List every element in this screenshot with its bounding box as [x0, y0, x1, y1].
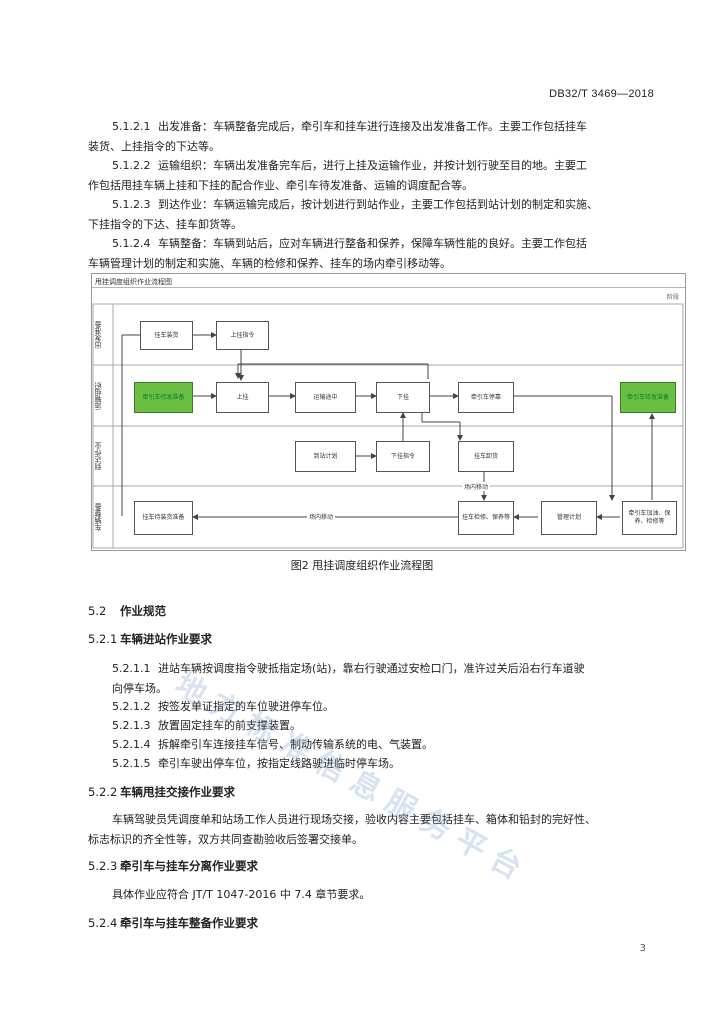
clause-number: 5.1.2.4 — [112, 237, 151, 250]
para-line: 标志标识的齐全性等，双方共同查勘验收后签署交接单。 — [88, 832, 363, 846]
para-5-2-2: 车辆驾驶员凭调度单和站场工作人员进行现场交接，验收内容主要包括挂车、箱体和铅封的… — [88, 810, 656, 849]
para-5-2-3: 具体作业应符合 JT/T 1047-2016 中 7.4 章节要求。 — [112, 888, 371, 901]
flow-box-arrival-plan: 到站计划 — [295, 441, 356, 472]
section-title: 牵引车与挂车分离作业要求 — [120, 859, 258, 873]
section-number: 5.2.4 — [88, 916, 118, 930]
standard-number: DB32/T 3469—2018 — [549, 88, 654, 100]
stage-label: 阶段 — [666, 294, 679, 301]
section-heading-5-2: 5.2 作业规范 — [88, 603, 166, 619]
clause-number: 5.1.2.1 — [112, 120, 151, 133]
flow-box-management-plan: 管理计划 — [541, 501, 597, 535]
clause-text: 按签发单证指定的车位驶进停车位。 — [158, 700, 334, 713]
clause-text-cont: 车辆管理计划的制定和实施、车辆的检修和保养、挂车的场内牵引移动等。 — [88, 256, 451, 270]
flow-box-trailer-ready-load: 挂车待装货准备 — [134, 501, 193, 535]
clause-text: 拆解牵引车连接挂车信号、制动传输系统的电、气装置。 — [158, 738, 433, 751]
clause-number: 5.2.1.1 — [112, 662, 151, 675]
clause-text: 进站车辆按调度指令驶抵指定场(站)，靠右行驶通过安检口门，准许过关后沿右行车道驶 — [158, 662, 585, 675]
para-5-1-2-4: 5.1.2.4 车辆整备：车辆到站后，应对车辆进行整备和保养，保障车辆性能的良好。… — [88, 234, 656, 273]
para-line: 车辆驾驶员凭调度单和站场工作人员进行现场交接，验收内容主要包括挂车、箱体和铅封的… — [112, 813, 596, 826]
item-5-2-1-4: 5.2.1.4 拆解牵引车连接挂车信号、制动传输系统的电、气装置。 — [88, 735, 656, 755]
clause-number: 5.1.2.3 — [112, 198, 151, 211]
section-title: 车辆进站作业要求 — [120, 632, 212, 646]
figure-inner-title: 甩挂调度组织作业流程图 — [95, 278, 172, 286]
lane-label: 车辆整备 — [94, 503, 102, 531]
section-number: 5.2 — [88, 604, 107, 618]
para-5-1-2-3: 5.1.2.3 到达作业：车辆运输完成后，按计划进行到站作业，主要工作包括到站计划… — [88, 195, 656, 234]
flow-label-yard-move: 场内移动 — [307, 512, 336, 521]
flow-box-hitch: 上挂 — [216, 382, 269, 413]
flow-label-yard-move: 场内移动 — [462, 482, 491, 491]
clause-text-cont: 向停车场。 — [112, 681, 167, 695]
flow-box-unhitch: 下挂 — [376, 382, 430, 413]
lane-label: 到达作业 — [94, 442, 102, 470]
clause-text-cont: 下挂指令的下达、挂车卸货等。 — [88, 217, 242, 231]
clause-text: 车辆整备：车辆到站后，应对车辆进行整备和保养，保障车辆性能的良好。主要工作包括 — [158, 237, 587, 250]
flow-box-trailer-unload: 挂车卸货 — [458, 441, 514, 472]
section-number: 5.2.2 — [88, 785, 118, 799]
figure-caption: 图2 甩挂调度组织作业流程图 — [290, 559, 434, 572]
para-5-1-2-1: 5.1.2.1 出发准备：车辆整备完成后，牵引车和挂车进行连接及出发准备工作。主要… — [88, 117, 656, 156]
section-number: 5.2.3 — [88, 859, 118, 873]
lane-label: 运输组织 — [94, 382, 102, 410]
clause-text-cont: 装货、上挂指令的下达等。 — [88, 139, 220, 153]
flowchart-figure: 甩挂调度组织作业流程图 阶段 — [91, 273, 686, 551]
clause-text: 放置固定挂车的前支撑装置。 — [158, 719, 301, 732]
para-5-1-2-2: 5.1.2.2 运输组织：车辆出发准备完车后，进行上挂及运输作业，并按计划行驶至目… — [88, 156, 656, 195]
flow-box-tractor-refuel: 牵引车加油、保养、检修等 — [622, 501, 677, 535]
clause-text: 到达作业：车辆运输完成后，按计划进行到站作业，主要工作包括到站计划的制定和实施、 — [158, 198, 598, 211]
flow-box-tractor-park: 牵引车停靠 — [458, 382, 514, 413]
clause-text: 牵引车驶出停车位，按指定线路驶进临时停车场。 — [158, 757, 400, 770]
clause-number: 5.2.1.4 — [112, 738, 151, 751]
clause-text: 出发准备：车辆整备完成后，牵引车和挂车进行连接及出发准备工作。主要工作包括挂车 — [158, 120, 587, 133]
flow-box-unhitch-order: 下挂指令 — [376, 441, 430, 472]
page-number: 3 — [639, 943, 646, 954]
flow-box-trailer-maintenance: 挂车检修、保养等 — [458, 501, 514, 535]
clause-number: 5.2.1.5 — [112, 757, 151, 770]
clause-text-cont: 作包括甩挂车辆上挂和下挂的配合作业、牵引车待发准备、运输的调度配合等。 — [88, 178, 473, 192]
section-title: 牵引车与挂车整备作业要求 — [120, 916, 258, 930]
clause-number: 5.1.2.2 — [112, 159, 151, 172]
item-5-2-1-5: 5.2.1.5 牵引车驶出停车位，按指定线路驶进临时停车场。 — [88, 754, 656, 774]
section-title: 车辆甩挂交接作业要求 — [120, 785, 235, 799]
item-5-2-1-1: 5.2.1.1 进站车辆按调度指令驶抵指定场(站)，靠右行驶通过安检口门，准许过关… — [88, 659, 656, 698]
clause-number: 5.2.1.3 — [112, 719, 151, 732]
section-title: 作业规范 — [120, 604, 166, 618]
flow-box-in-transit: 运输途中 — [295, 382, 356, 413]
divider — [92, 287, 685, 288]
section-number: 5.2.1 — [88, 632, 118, 646]
item-5-2-1-2: 5.2.1.2 按签发单证指定的车位驶进停车位。 — [88, 697, 656, 717]
flow-box-tractor-ready-right: 牵引车待发准备 — [620, 382, 676, 413]
clause-text: 运输组织：车辆出发准备完车后，进行上挂及运输作业，并按计划行驶至目的地。主要工 — [158, 159, 587, 172]
flow-box-tractor-ready-left: 牵引车待发准备 — [134, 382, 193, 413]
lane-label: 出发准备 — [94, 321, 102, 349]
flow-box-hitch-order: 上挂指令 — [216, 321, 269, 350]
item-5-2-1-3: 5.2.1.3 放置固定挂车的前支撑装置。 — [88, 716, 656, 736]
flow-box-trailer-loading: 挂车装货 — [140, 321, 193, 350]
clause-number: 5.2.1.2 — [112, 700, 151, 713]
